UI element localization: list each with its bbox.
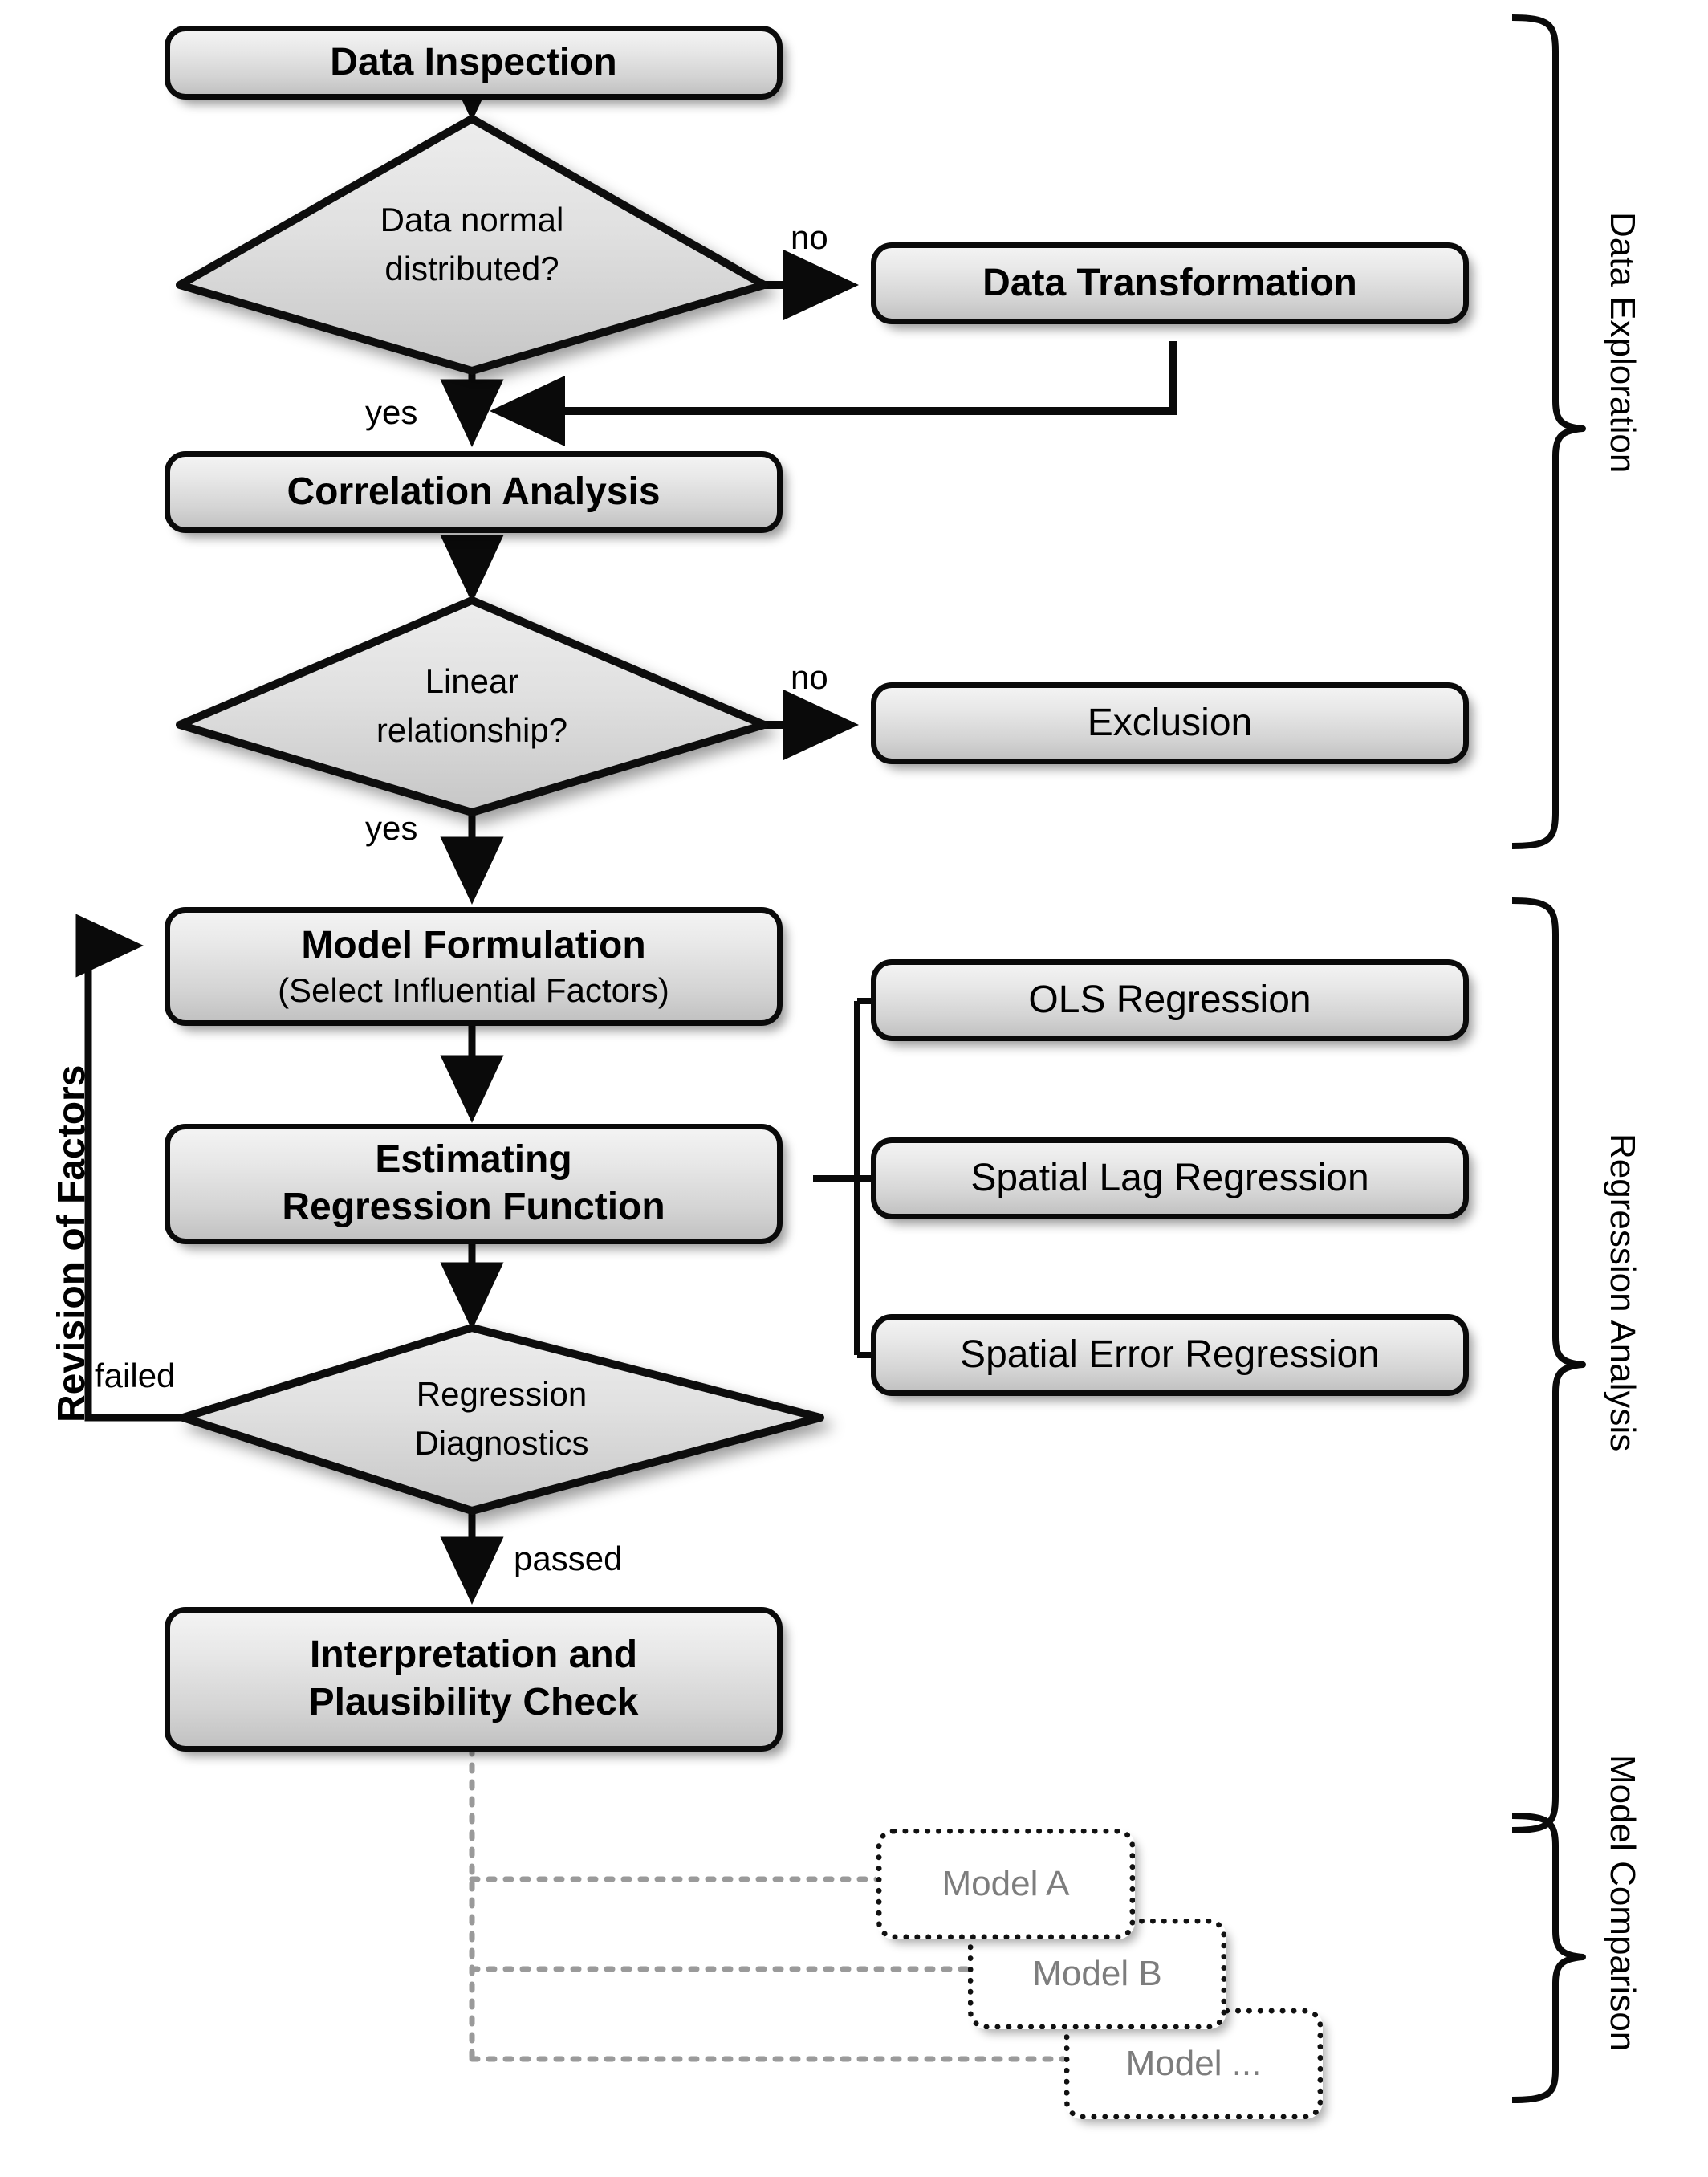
node-data-transformation[interactable]: Data Transformation [871, 242, 1469, 324]
node-data-inspection[interactable]: Data Inspection [165, 26, 783, 100]
label-group-model-comparison: Model Comparison [1603, 1755, 1642, 2052]
node-data-inspection-label: Data Inspection [330, 40, 617, 83]
diamond-linear-relationship [176, 596, 768, 816]
decision-linear-relationship-label: Linear relationship? [376, 662, 568, 749]
node-ols-regression-label: OLS Regression [1028, 978, 1312, 1021]
node-spatial-error-regression-label: Spatial Error Regression [960, 1333, 1380, 1376]
node-spatial-lag-regression[interactable]: Spatial Lag Regression [871, 1137, 1469, 1219]
brace-regression-analysis [1511, 897, 1586, 1833]
node-ols-regression[interactable]: OLS Regression [871, 959, 1469, 1041]
diamond-regression-diagnostics [179, 1324, 824, 1515]
node-spatial-error-regression[interactable]: Spatial Error Regression [871, 1314, 1469, 1396]
edge-label-yes-normal: yes [365, 393, 418, 431]
decision-data-normal-distributed-label: Data normal distributed? [380, 201, 564, 287]
decision-regression-diagnostics-label: Regression Diagnostics [414, 1375, 589, 1462]
node-exclusion-label: Exclusion [1087, 701, 1253, 744]
label-group-data-exploration: Data Exploration [1603, 212, 1642, 474]
diamond-data-normal-distributed [176, 115, 768, 375]
edge-estimating-to-options-bracket [813, 1001, 860, 1182]
edge-label-no-linear: no [791, 658, 828, 696]
node-exclusion[interactable]: Exclusion [871, 682, 1469, 764]
label-revision-of-factors: Revision of Factors [51, 1064, 93, 1422]
node-correlation-analysis[interactable]: Correlation Analysis [165, 451, 783, 533]
edge-label-yes-linear: yes [365, 809, 418, 847]
node-interpretation-plausibility[interactable]: Interpretation and Plausibility Check [165, 1607, 783, 1752]
node-model-formulation-title: Model Formulation [301, 924, 646, 967]
edge-label-no-normal: no [791, 218, 828, 256]
node-estimating-regression-function[interactable]: Estimating Regression Function [165, 1124, 783, 1244]
node-interpretation-line1: Interpretation and [309, 1634, 638, 1677]
card-model-etc-label: Model ... [1125, 2044, 1262, 2083]
node-interpretation-line2: Plausibility Check [308, 1681, 639, 1723]
node-model-formulation-subtitle: (Select Influential Factors) [278, 970, 669, 1009]
label-group-regression-analysis: Regression Analysis [1603, 1133, 1642, 1452]
node-estimating-regression-function-line2: Regression Function [282, 1186, 665, 1228]
decision-regression-diagnostics[interactable]: Regression Diagnostics [183, 1328, 820, 1511]
card-model-b-label: Model B [1032, 1954, 1162, 1993]
brace-data-exploration [1511, 14, 1586, 849]
card-model-a-label: Model A [941, 1864, 1070, 1903]
node-spatial-lag-regression-label: Spatial Lag Regression [970, 1156, 1369, 1199]
node-estimating-regression-function-line1: Estimating [375, 1138, 572, 1182]
decision-data-normal-distributed[interactable]: Data normal distributed? [180, 119, 764, 371]
edge-label-failed: failed [95, 1357, 176, 1394]
decision-linear-relationship[interactable]: Linear relationship? [180, 600, 764, 812]
edge-label-passed: passed [514, 1540, 623, 1577]
node-model-formulation[interactable]: Model Formulation (Select Influential Fa… [165, 907, 783, 1026]
brace-model-comparison [1511, 1813, 1586, 2103]
edge-transformation-feedback [489, 341, 1177, 446]
node-correlation-analysis-label: Correlation Analysis [287, 470, 661, 513]
card-model-a[interactable]: Model A [876, 1829, 1135, 1939]
edge-diagnostics-failed-loop [75, 914, 183, 1422]
node-data-transformation-label: Data Transformation [982, 261, 1357, 304]
